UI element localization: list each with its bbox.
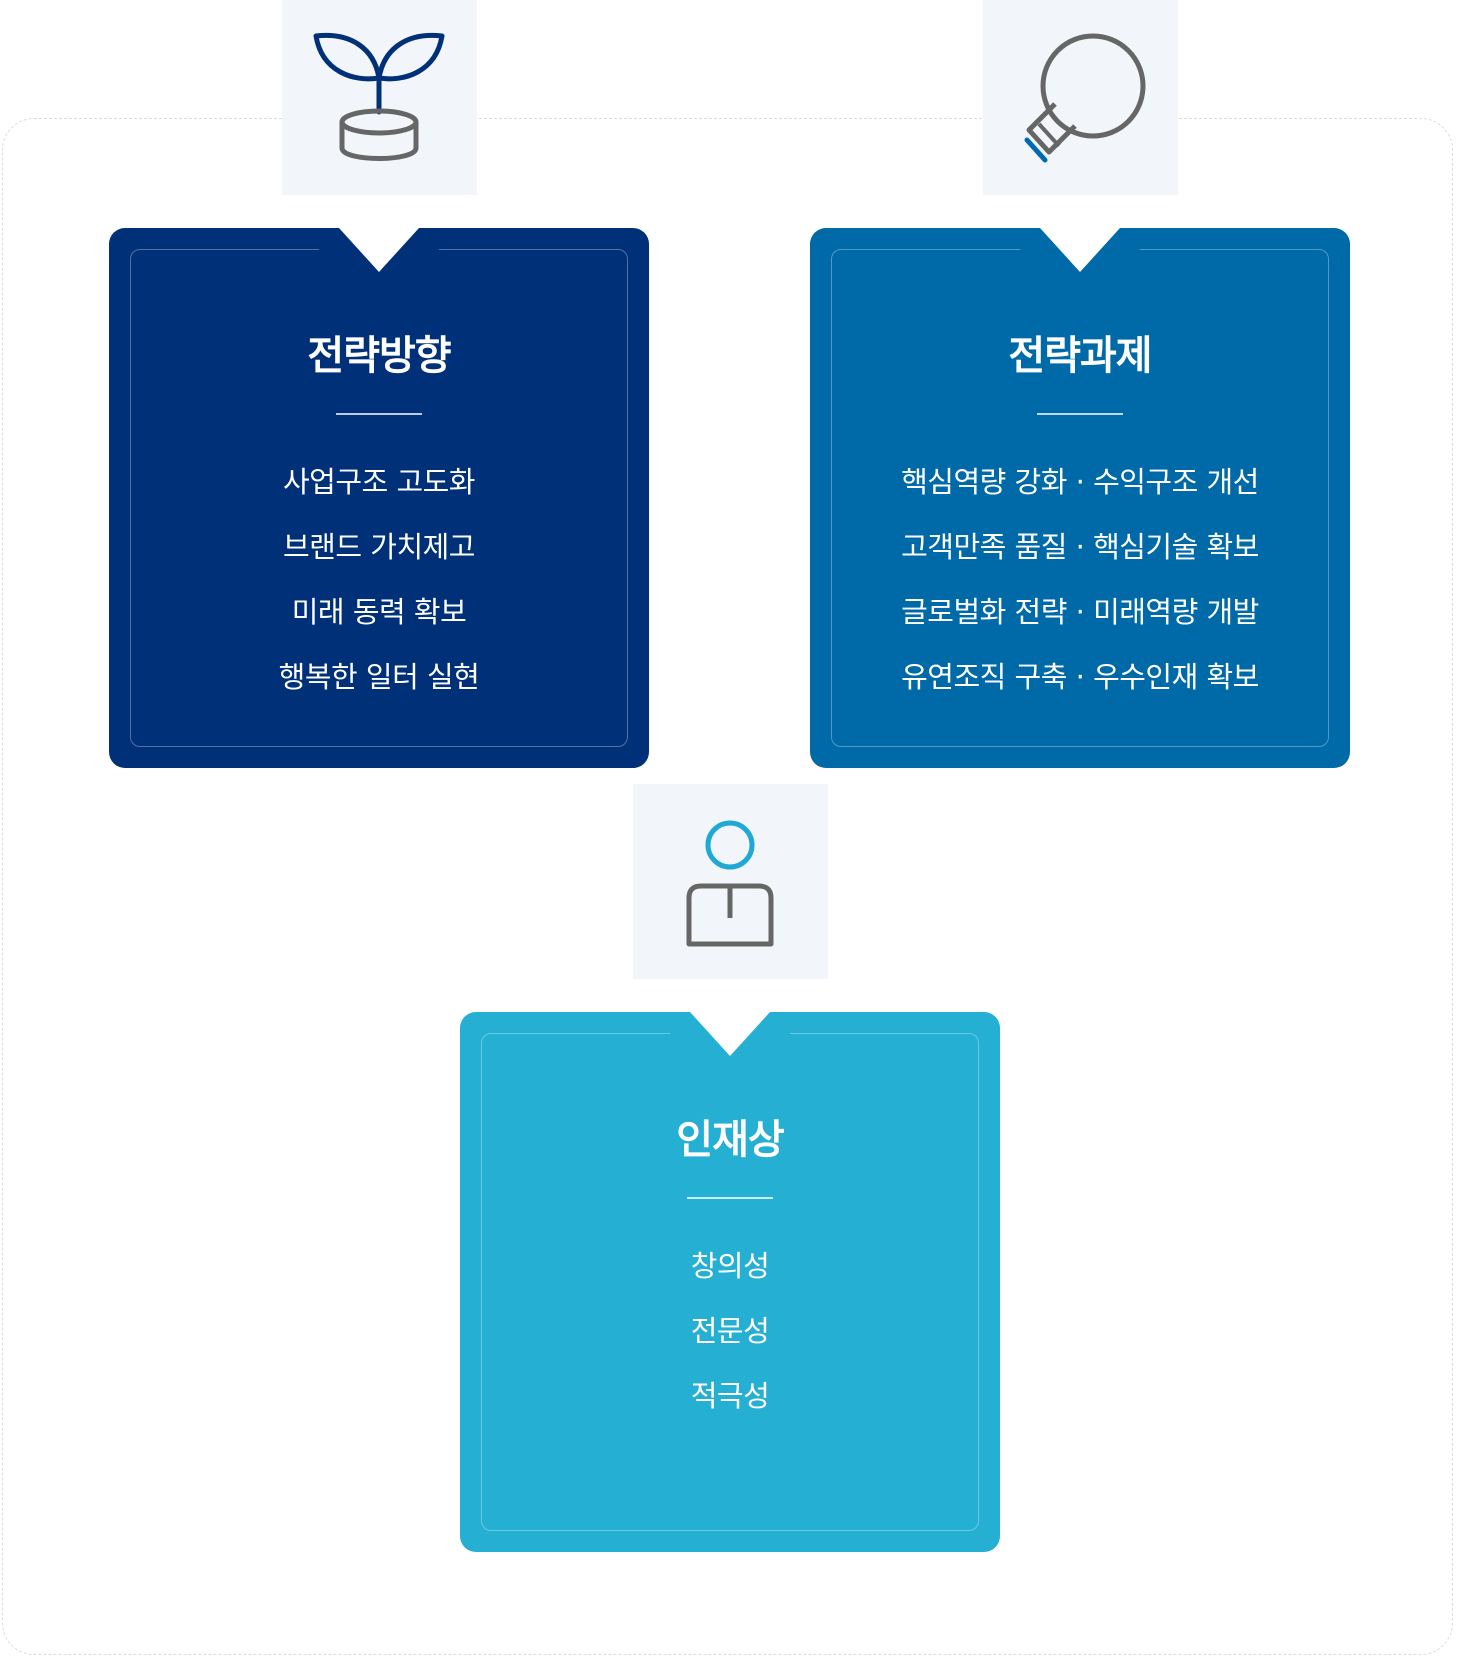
list-item: 유연조직 구축 · 우수인재 확보: [901, 660, 1259, 694]
card-divider: [336, 413, 422, 415]
list-item: 핵심역량 강화 · 수익구조 개선: [901, 465, 1259, 499]
lightbulb-icon: [1024, 33, 1146, 163]
list-item: 고객만족 품질 · 핵심기술 확보: [901, 530, 1259, 564]
card-strategy-tasks: 전략과제 핵심역량 강화 · 수익구조 개선 고객만족 품질 · 핵심기술 확보…: [810, 228, 1350, 768]
card-title: 전략과제: [1008, 333, 1152, 379]
list-item: 창의성: [690, 1249, 770, 1283]
card-title: 전략방향: [307, 333, 451, 379]
card-divider: [1037, 413, 1123, 415]
list-item: 전문성: [690, 1314, 770, 1348]
card-notch: [1040, 228, 1120, 272]
list-item: 브랜드 가치제고: [283, 530, 475, 564]
diagram-outline: [2, 118, 1453, 1655]
icon-box-talent: [633, 784, 828, 979]
person-icon: [686, 820, 774, 947]
icon-box-strategy-tasks: [983, 0, 1178, 195]
list-item: 적극성: [690, 1379, 770, 1413]
card-item-list: 창의성 전문성 적극성: [460, 1234, 1000, 1429]
card-divider: [687, 1197, 773, 1199]
card-item-list: 핵심역량 강화 · 수익구조 개선 고객만족 품질 · 핵심기술 확보 글로벌화…: [810, 450, 1350, 710]
card-notch: [690, 1012, 770, 1056]
list-item: 글로벌화 전략 · 미래역량 개발: [901, 595, 1259, 629]
list-item: 미래 동력 확보: [291, 595, 467, 629]
sprout-icon: [313, 32, 445, 161]
icon-box-strategy-direction: [282, 0, 477, 195]
card-title: 인재상: [676, 1117, 784, 1163]
card-notch: [339, 228, 419, 272]
card-item-list: 사업구조 고도화 브랜드 가치제고 미래 동력 확보 행복한 일터 실현: [109, 450, 649, 710]
list-item: 사업구조 고도화: [283, 465, 475, 499]
card-strategy-direction: 전략방향 사업구조 고도화 브랜드 가치제고 미래 동력 확보 행복한 일터 실…: [109, 228, 649, 768]
list-item: 행복한 일터 실현: [278, 660, 480, 694]
card-talent: 인재상 창의성 전문성 적극성: [460, 1012, 1000, 1552]
